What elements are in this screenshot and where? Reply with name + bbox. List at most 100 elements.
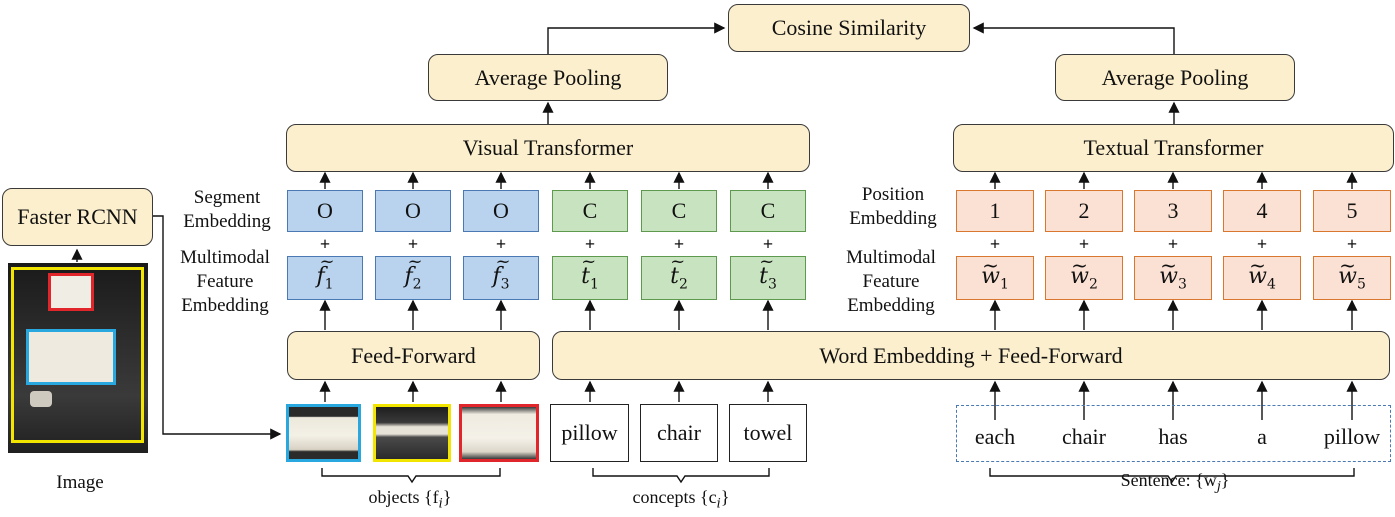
detection-box-chair	[11, 267, 144, 443]
feature-box-t3: t3	[730, 251, 806, 300]
word-embedding-feed-forward-box: Word Embedding + Feed-Forward	[552, 331, 1390, 380]
feature-symbol: f	[404, 251, 412, 289]
plus-sign: +	[989, 234, 1001, 254]
plus-sign: +	[673, 234, 685, 254]
word-embedding-label: Word Embedding + Feed-Forward	[819, 342, 1123, 368]
multimodal-label-line-2: Feature	[196, 271, 254, 292]
multimodal-label-line-3: Embedding	[847, 295, 935, 316]
sentence-word: pillow	[1323, 424, 1381, 449]
feature-subscript: 3	[1177, 276, 1187, 293]
feature-symbol: w	[1070, 253, 1089, 289]
feature-subscript: 4	[1266, 276, 1276, 293]
feature-subscript: 2	[412, 276, 422, 293]
concept-word: chair	[657, 420, 701, 445]
segment-label-line-2: Embedding	[183, 211, 271, 232]
image-caption: Image	[56, 472, 104, 493]
detection-box-pillow	[26, 329, 116, 385]
segment-box-c-3: C	[730, 190, 806, 232]
feature-symbol: t	[670, 251, 679, 289]
feature-box-w3: w3	[1134, 253, 1212, 300]
sentence-caption-text: Sentence: {w	[1120, 470, 1217, 490]
concepts-caption: concepts {ci}	[632, 487, 730, 512]
visual-average-pooling-box: Average Pooling	[428, 54, 668, 101]
segment-value: C	[760, 198, 776, 223]
sentence-caption-sub: j	[1216, 479, 1221, 495]
feature-subscript: 2	[1088, 276, 1098, 293]
segment-box-c-1: C	[552, 190, 628, 232]
position-value: 4	[1256, 198, 1268, 223]
textual-transformer-box: Textual Transformer	[953, 124, 1394, 172]
object-crop-pillow	[286, 404, 361, 462]
sentence-word: each	[974, 424, 1016, 449]
objects-caption-text: objects {f	[368, 487, 439, 507]
feature-symbol: f	[492, 251, 500, 289]
feature-box-w5: w5	[1313, 253, 1391, 300]
segment-label-line-1: Segment	[193, 187, 261, 208]
feature-box-w1: w1	[956, 253, 1034, 300]
concept-word-box: towel	[729, 404, 807, 462]
faster-rcnn-box: Faster RCNN	[2, 188, 153, 246]
plus-sign: +	[407, 234, 419, 254]
pillow-region	[28, 331, 114, 383]
segment-embedding-label: Segment Embedding	[176, 186, 278, 234]
faster-rcnn-label: Faster RCNN	[17, 204, 138, 229]
segment-value: O	[317, 198, 333, 223]
textual-multimodal-label: Multimodal Feature Embedding	[838, 246, 944, 318]
textual-transformer-label: Textual Transformer	[1083, 135, 1264, 160]
multimodal-label-line-2: Feature	[862, 271, 920, 292]
feature-subscript: 1	[999, 276, 1009, 293]
position-box-5: 5	[1313, 190, 1391, 232]
feed-forward-label: Feed-Forward	[351, 342, 476, 368]
feature-symbol: w	[1338, 253, 1357, 289]
plus-sign: +	[1167, 234, 1179, 254]
segment-box-o-1: O	[287, 190, 363, 232]
feature-symbol: w	[1248, 253, 1267, 289]
feature-subscript: 1	[324, 276, 334, 293]
object-crop-towel	[459, 404, 539, 462]
feature-box-f3: f3	[463, 251, 539, 300]
plus-sign: +	[1346, 234, 1358, 254]
feed-forward-box: Feed-Forward	[287, 331, 540, 380]
plus-sign: +	[1256, 234, 1268, 254]
concept-word-box: chair	[640, 404, 718, 462]
segment-box-c-2: C	[641, 190, 717, 232]
object-crop-chair	[373, 404, 451, 462]
feature-box-w4: w4	[1223, 253, 1301, 300]
feature-symbol: t	[581, 251, 590, 289]
plus-sign: +	[762, 234, 774, 254]
plus-sign: +	[584, 234, 596, 254]
sentence-word: chair	[1062, 424, 1106, 449]
position-value: 1	[989, 198, 1001, 223]
visual-transformer-box: Visual Transformer	[286, 124, 810, 172]
feature-box-t1: t1	[552, 251, 628, 300]
segment-value: C	[671, 198, 687, 223]
input-image	[8, 263, 148, 453]
concept-word: pillow	[561, 420, 618, 445]
position-box-3: 3	[1134, 190, 1212, 232]
concept-word-box: pillow	[550, 404, 629, 462]
multimodal-label-line-3: Embedding	[181, 295, 269, 316]
feature-subscript: 1	[589, 276, 599, 293]
cosine-similarity-label: Cosine Similarity	[771, 15, 927, 40]
feature-box-t2: t2	[641, 251, 717, 300]
position-value: 5	[1346, 198, 1358, 223]
feature-box-f1: f1	[287, 251, 363, 300]
segment-box-o-2: O	[375, 190, 451, 232]
visual-multimodal-label: Multimodal Feature Embedding	[172, 246, 278, 318]
feature-symbol: w	[981, 253, 1000, 289]
visual-average-pooling-label: Average Pooling	[474, 64, 622, 90]
cosine-similarity-box: Cosine Similarity	[728, 4, 970, 52]
segment-value: O	[405, 198, 421, 223]
objects-caption-sub: i	[438, 496, 443, 512]
multimodal-label-line-1: Multimodal	[846, 247, 936, 268]
textual-average-pooling-box: Average Pooling	[1055, 54, 1295, 101]
feature-symbol: t	[759, 251, 768, 289]
feature-box-f2: f2	[375, 251, 451, 300]
feature-subscript: 3	[500, 276, 510, 293]
feature-symbol: f	[316, 251, 324, 289]
segment-box-o-3: O	[463, 190, 539, 232]
feature-subscript: 2	[678, 276, 688, 293]
feature-subscript: 3	[767, 276, 777, 293]
segment-value: C	[582, 198, 598, 223]
